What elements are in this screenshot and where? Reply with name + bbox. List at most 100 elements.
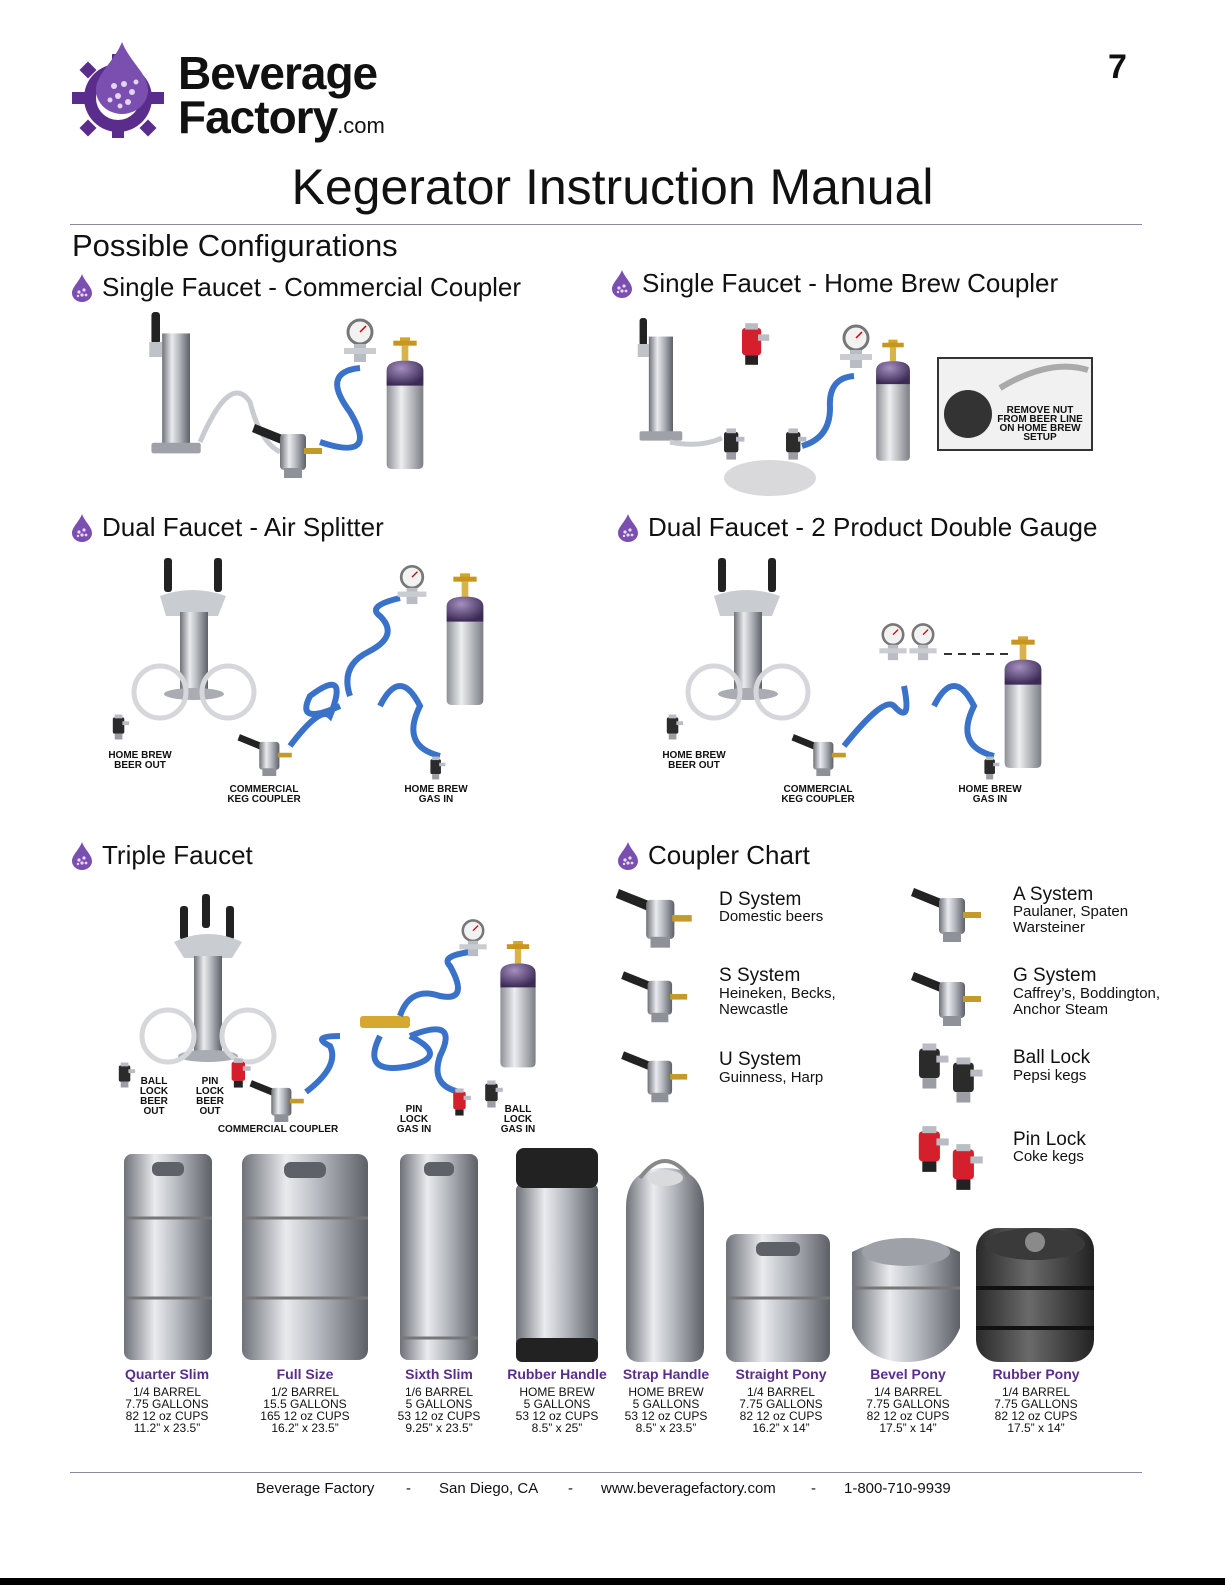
- ball-lock-icon: [984, 756, 1000, 780]
- label-ball-4: OUT: [143, 1106, 164, 1117]
- purple-drop-icon: [612, 270, 632, 298]
- bottom-edge-bar: [0, 1578, 1225, 1585]
- label-ball-gas-1: BALL: [505, 1104, 532, 1115]
- footer-city: San Diego, CA: [439, 1480, 539, 1497]
- coupler-name: S System: [719, 965, 801, 986]
- footer-divider: [70, 1472, 1142, 1473]
- label-pin-gas-1: PIN: [406, 1104, 423, 1115]
- bevel-pony-keg-icon: [852, 1238, 960, 1362]
- footer-website-link[interactable]: www.beveragefactory.com: [601, 1480, 776, 1497]
- ball-lock-icon: [430, 756, 446, 780]
- homebrew-note-line1: REMOVE NUT: [1007, 405, 1074, 416]
- label-pin-2: LOCK: [196, 1086, 225, 1097]
- purple-drop-icon: [72, 274, 92, 302]
- label-pin-gas-2: LOCK: [400, 1114, 429, 1125]
- label-pin-4: OUT: [199, 1106, 220, 1117]
- coupler-desc: Heineken, Becks, Newcastle: [719, 985, 836, 1018]
- label-beer-out-1: HOME BREW: [108, 750, 172, 761]
- config-heading-dual-splitter: Dual Faucet - Air Splitter: [72, 512, 384, 543]
- ball-lock-icon: [485, 1080, 503, 1108]
- homebrew-note-line3: ON HOME BREW: [999, 423, 1081, 434]
- ball-lock-icon: [112, 714, 130, 740]
- regulator-icon: [342, 318, 378, 364]
- coupler-chart-heading: Coupler Chart: [618, 840, 810, 871]
- gauge-right-icon: [908, 623, 938, 662]
- label-gas-in-2: GAS IN: [419, 794, 453, 805]
- coupler-name: G System: [1013, 965, 1097, 986]
- label-pin-3: BEER: [196, 1096, 225, 1107]
- coupler-desc: Coke kegs: [1013, 1148, 1084, 1165]
- regulator-icon: [838, 324, 874, 370]
- label-keg-coupler-2: KEG COUPLER: [781, 794, 855, 805]
- label-ball-gas-2: LOCK: [504, 1114, 533, 1125]
- tower-faucet-icon: [637, 318, 683, 441]
- coupler-desc: Guinness, Harp: [719, 1069, 824, 1086]
- label-beer-out-2: BEER OUT: [668, 760, 720, 771]
- commercial-coupler-icon: [791, 734, 846, 777]
- pin-lock-icon: [453, 1088, 471, 1116]
- a-system-coupler-icon: [911, 888, 981, 942]
- keg-name: Sixth Slim: [405, 1366, 473, 1382]
- label-keg-coupler-1: COMMERCIAL: [230, 784, 299, 795]
- pin-lock-coupler-icon: [918, 1126, 983, 1190]
- label-ball-2: LOCK: [140, 1086, 169, 1097]
- co2-tank-icon: [876, 339, 910, 461]
- co2-tank-icon: [1004, 636, 1042, 768]
- label-beer-out-1: HOME BREW: [662, 750, 726, 761]
- homebrew-note-line2: FROM BEER LINE: [997, 414, 1083, 425]
- coupler-name: A System: [1013, 884, 1094, 905]
- coupler-desc: Paulaner, Spaten Warsteiner: [1013, 903, 1129, 936]
- footer-separator: -: [811, 1480, 816, 1497]
- single-homebrew-diagram: REMOVE NUT FROM BEER LINE ON HOME BREW S…: [637, 318, 1093, 496]
- rubber-pony-keg-icon: [976, 1228, 1094, 1362]
- sixth-slim-keg-icon: [400, 1154, 478, 1360]
- g-system-coupler-icon: [911, 972, 981, 1026]
- ball-lock-icon: [666, 714, 684, 740]
- straight-pony-keg-icon: [726, 1234, 830, 1362]
- page-number: 7: [1108, 48, 1127, 86]
- d-system-coupler-icon: [615, 889, 692, 948]
- label-keg-coupler-2: KEG COUPLER: [227, 794, 301, 805]
- commercial-coupler-icon: [252, 424, 322, 478]
- coupler-name: Pin Lock: [1013, 1129, 1086, 1150]
- strap-handle-keg-icon: [626, 1159, 704, 1362]
- coupler-desc: Domestic beers: [719, 908, 824, 925]
- commercial-coupler-icon: [237, 734, 292, 777]
- s-system-coupler-icon: [621, 971, 688, 1023]
- dual-gauge-diagram: HOME BREW BEER OUT COMMERCIAL KEG COUPLE…: [662, 558, 1042, 805]
- config-heading-dual-gauge: Dual Faucet - 2 Product Double Gauge: [618, 512, 1097, 543]
- footer-separator: -: [406, 1480, 411, 1497]
- coupler-desc: Pepsi kegs: [1013, 1067, 1087, 1084]
- regulator-icon: [396, 564, 428, 606]
- gauge-left-icon: [878, 623, 908, 662]
- purple-drop-icon: [618, 514, 638, 542]
- keg-name: Rubber Handle: [507, 1366, 607, 1382]
- tower-faucet-icon: [149, 312, 201, 454]
- footer-phone[interactable]: 1-800-710-9939: [844, 1480, 951, 1497]
- config-heading-triple: Triple Faucet: [72, 840, 253, 871]
- rubber-handle-keg-icon: [516, 1148, 598, 1362]
- label-gas-in-2: GAS IN: [973, 794, 1007, 805]
- label-ball-3: BEER: [140, 1096, 169, 1107]
- footer-separator: -: [568, 1480, 573, 1497]
- config-heading-single-homebrew: Single Faucet - Home Brew Coupler: [612, 268, 1058, 299]
- config-heading-single-commercial: Single Faucet - Commercial Coupler: [72, 272, 521, 303]
- homebrew-note-line4: SETUP: [1023, 432, 1057, 443]
- triple-faucet-diagram: BALL LOCK BEER OUT PIN LOCK BEER OUT COM…: [118, 894, 536, 1135]
- purple-drop-icon: [72, 842, 92, 870]
- purple-drop-icon: [618, 842, 638, 870]
- keg-name: Bevel Pony: [870, 1366, 946, 1382]
- footer-company: Beverage Factory: [256, 1480, 375, 1497]
- dual-splitter-diagram: HOME BREW BEER OUT COMMERCIAL KEG COUPLE…: [108, 558, 484, 805]
- coupler-name: U System: [719, 1049, 802, 1070]
- keg-name: Rubber Pony: [992, 1366, 1080, 1382]
- ball-lock-icon: [118, 1062, 136, 1088]
- pin-lock-red-icon: [742, 323, 770, 365]
- gas-manifold-icon: [360, 1016, 410, 1028]
